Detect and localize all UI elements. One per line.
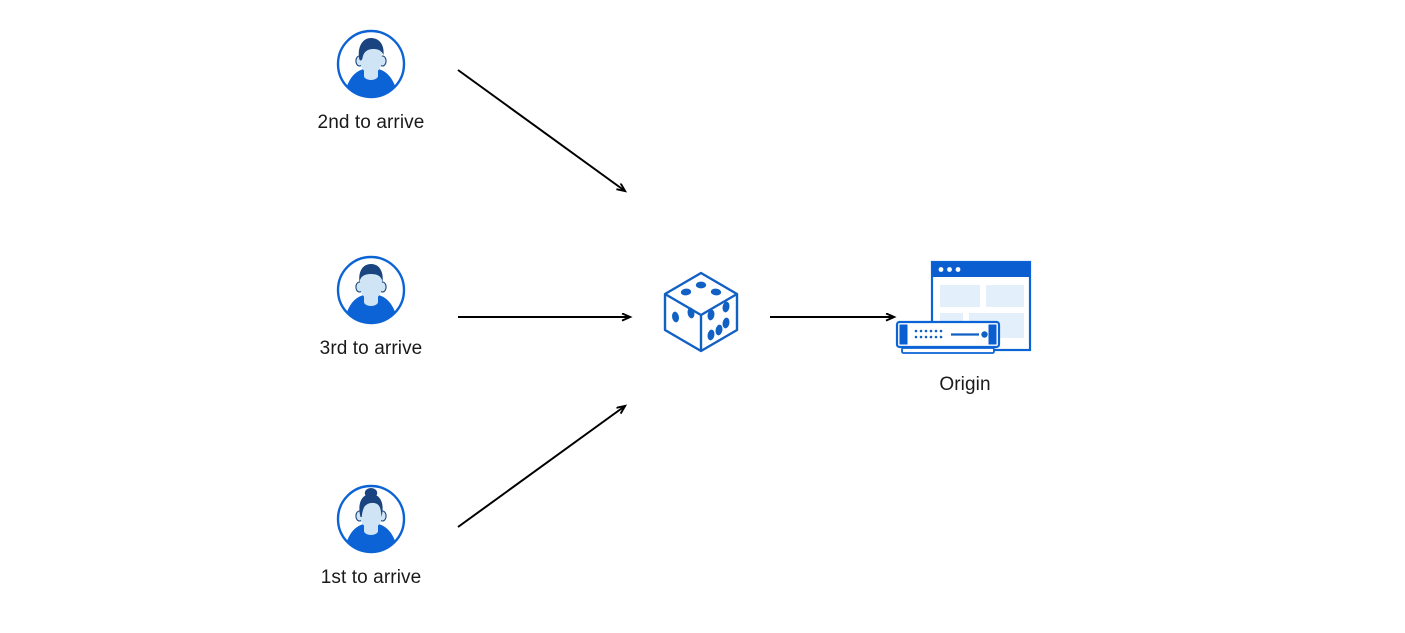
user-avatar-icon [335,28,407,100]
server-device-shape [895,320,1001,354]
arrow-2nd-to-dice [457,69,625,191]
origin-server-icon [891,256,1039,360]
node-label-client-2nd: 2nd to arrive [317,112,425,133]
node-label-client-1st: 1st to arrive [320,567,422,588]
arrow-1st-to-dice [457,406,625,528]
node-client-3rd[interactable]: 3rd to arrive [297,254,445,360]
node-client-1st[interactable]: 1st to arrive [297,483,445,589]
node-label-client-3rd: 3rd to arrive [319,338,423,359]
node-coalescer[interactable] [657,267,745,357]
node-label-origin: Origin [939,374,991,395]
user-avatar-icon [335,254,407,326]
node-client-2nd[interactable]: 2nd to arrive [297,28,445,134]
browser-window-shape [930,260,1032,352]
node-origin[interactable]: Origin [890,256,1040,396]
user-avatar-female-icon [335,483,407,555]
dice-icon [657,267,745,357]
